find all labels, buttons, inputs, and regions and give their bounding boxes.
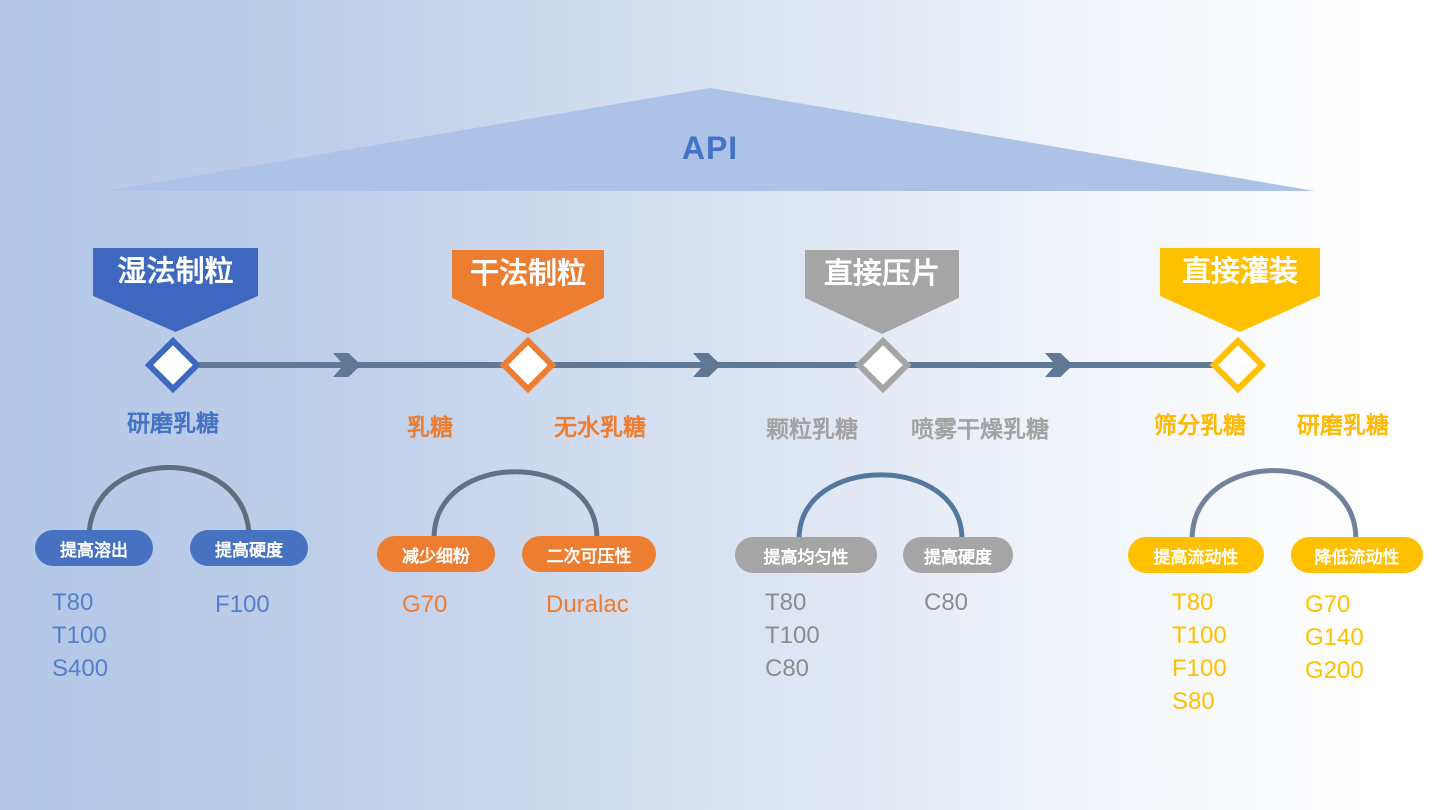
group-label: 研磨乳糖 <box>1297 412 1389 438</box>
product-code: S400 <box>52 655 109 682</box>
group-label: 筛分乳糖 <box>1154 412 1246 438</box>
banner-direct-filling: 直接灌装 <box>1160 248 1320 332</box>
banner-label: 干法制粒 <box>469 258 586 290</box>
banner-label: 湿法制粒 <box>117 256 234 288</box>
timeline-node-diamond-icon <box>854 336 912 394</box>
group-label: 乳糖 <box>407 414 453 440</box>
product-code: G140 <box>1305 624 1364 651</box>
product-code: F100 <box>1172 655 1227 682</box>
product-code: T100 <box>765 622 820 649</box>
group-label: 喷雾干燥乳糖 <box>911 416 1049 442</box>
product-code: G70 <box>402 591 448 618</box>
product-code: F100 <box>215 591 270 618</box>
benefit-pill: 提高流动性 <box>1128 537 1264 573</box>
banner-dry-granulation: 干法制粒 <box>452 250 604 334</box>
benefit-pill: 二次可压性 <box>522 536 656 572</box>
timeline-node-diamond-icon <box>499 336 557 394</box>
banner-wet-granulation: 湿法制粒 <box>93 248 258 332</box>
timeline-node-diamond-icon <box>144 336 202 394</box>
bracket-connector <box>427 444 604 538</box>
group-label: 颗粒乳糖 <box>766 416 858 442</box>
api-title: API <box>681 130 739 166</box>
product-code: Duralac <box>546 591 629 618</box>
group-label: 无水乳糖 <box>554 414 646 440</box>
banner-label: 直接灌装 <box>1181 256 1298 288</box>
banner-label: 直接压片 <box>823 258 940 290</box>
bracket-connector <box>792 448 969 539</box>
benefit-pill: 提高硬度 <box>903 537 1013 573</box>
product-code-list: T80 T100 F100 S80 <box>1172 586 1227 718</box>
benefit-pill: 降低流动性 <box>1291 537 1423 573</box>
product-code-list: C80 <box>924 586 968 619</box>
benefit-pill: 提高溶出 <box>35 530 153 566</box>
product-code-list: T80 T100 C80 <box>765 586 820 685</box>
product-code-list: G70 <box>402 588 447 621</box>
group-label: 研磨乳糖 <box>127 410 219 436</box>
timeline-node-diamond-icon <box>1209 336 1267 394</box>
product-code: C80 <box>765 655 810 682</box>
benefit-pill: 提高均匀性 <box>735 537 877 573</box>
bracket-connector <box>82 438 256 538</box>
product-code: T80 <box>765 589 807 616</box>
product-code: T80 <box>1172 589 1214 616</box>
product-code: G70 <box>1305 591 1351 618</box>
banner-direct-compression: 直接压片 <box>805 250 959 334</box>
product-code-list: F100 <box>215 588 270 621</box>
product-code-list: T80 T100 S400 <box>52 586 108 685</box>
product-code-list: G70 G140 G200 <box>1305 588 1364 687</box>
product-code: C80 <box>924 589 969 616</box>
product-code: G200 <box>1305 657 1364 684</box>
product-code: T100 <box>52 622 107 649</box>
product-code-list: Duralac <box>546 588 629 621</box>
product-code: T100 <box>1172 622 1227 649</box>
bracket-connector <box>1185 442 1363 539</box>
benefit-pill: 提高硬度 <box>190 530 308 566</box>
product-code: T80 <box>52 589 94 616</box>
product-code: S80 <box>1172 688 1215 715</box>
benefit-pill: 减少细粉 <box>377 536 495 572</box>
